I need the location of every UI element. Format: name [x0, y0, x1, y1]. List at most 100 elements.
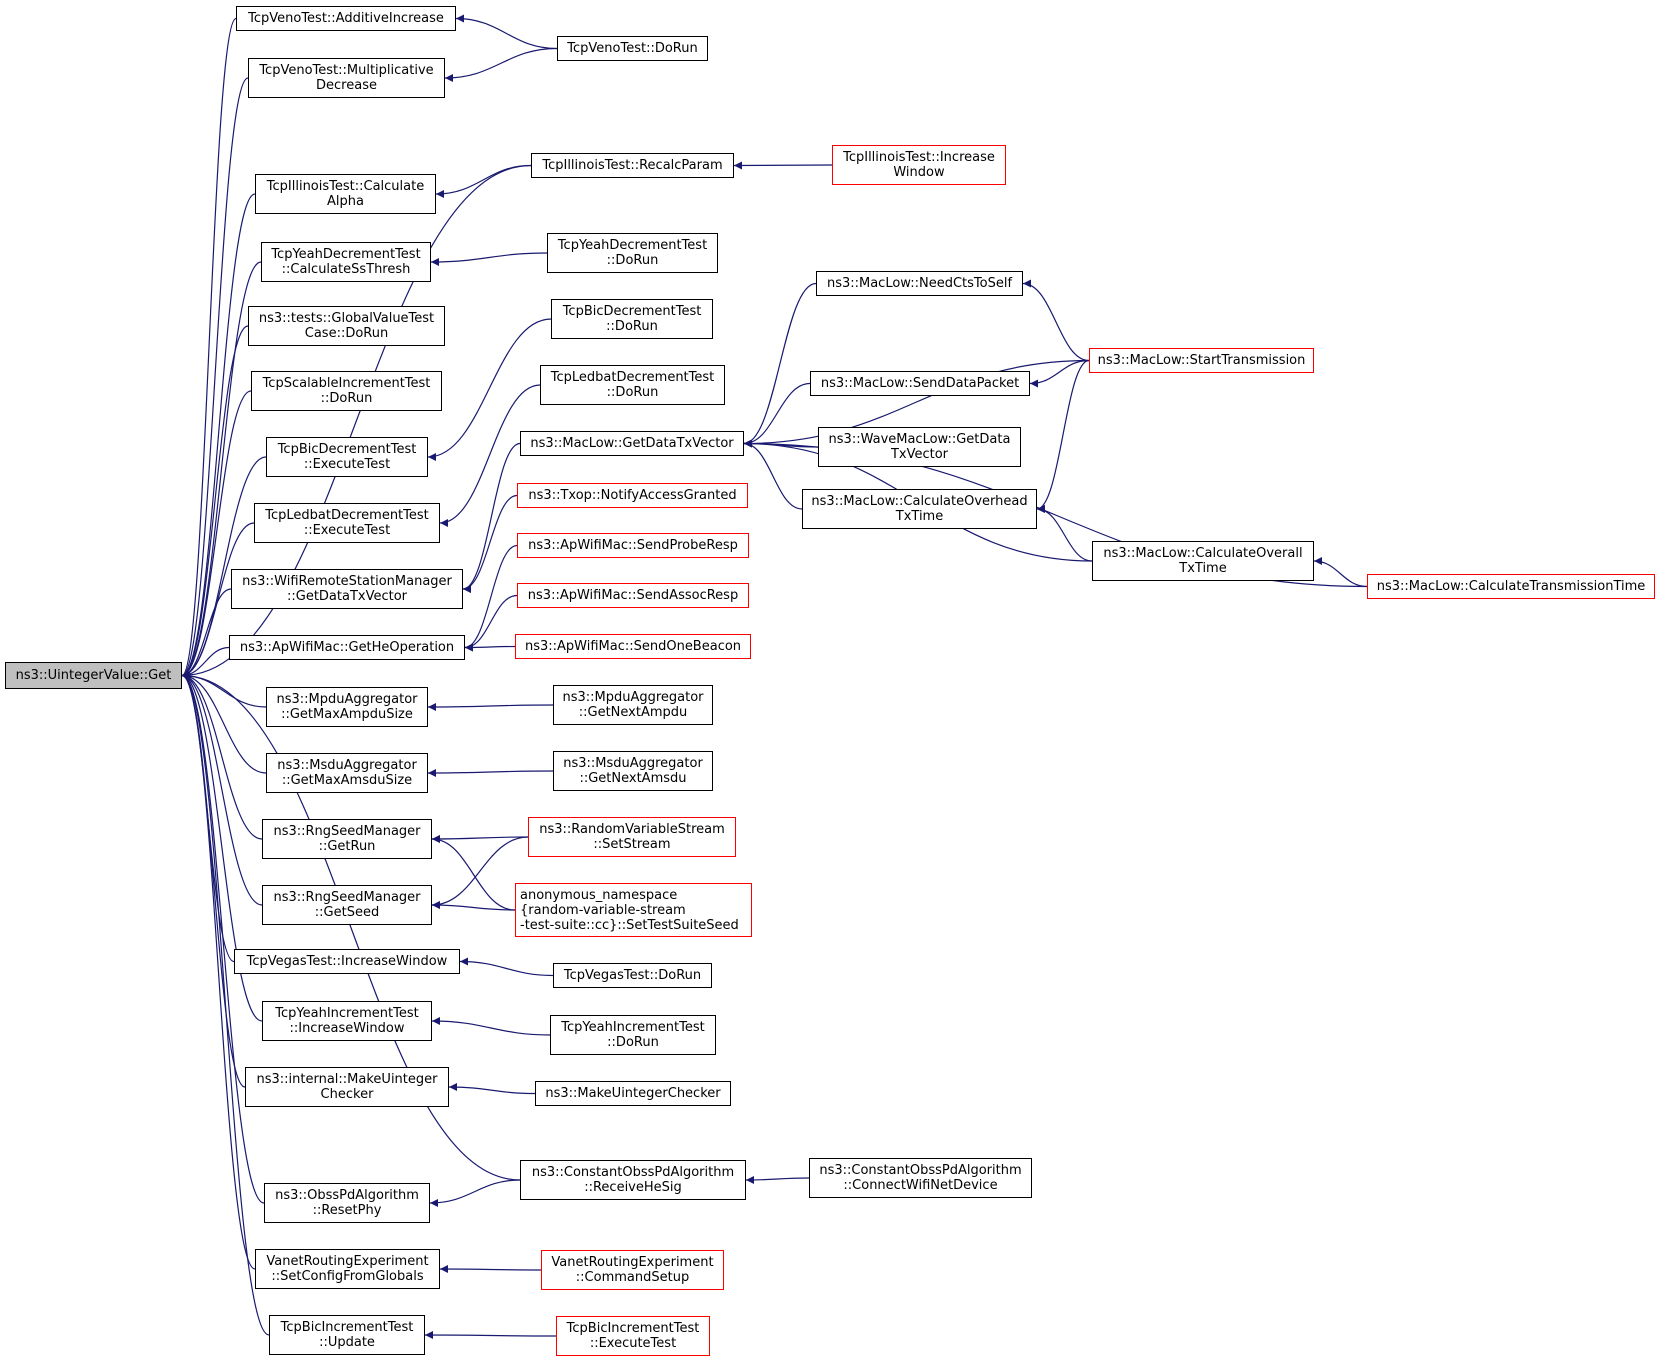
graph-node-label: ns3::MacLow::StartTransmission [1097, 353, 1306, 368]
graph-node-vanet_set[interactable]: VanetRoutingExperiment ::SetConfigFromGl… [255, 1249, 440, 1289]
graph-node-label: TcpVenoTest::DoRun [567, 41, 698, 56]
graph-node-vanet_cmd[interactable]: VanetRoutingExperiment ::CommandSetup [541, 1250, 724, 1290]
graph-node-label: TcpYeahIncrementTest ::DoRun [561, 1020, 705, 1050]
graph-node-maclow_start[interactable]: ns3::MacLow::StartTransmission [1089, 348, 1314, 373]
graph-node-label: TcpYeahDecrementTest ::CalculateSsThresh [271, 247, 421, 277]
graph-node-wrsm[interactable]: ns3::WifiRemoteStationManager ::GetDataT… [231, 569, 463, 609]
graph-node-label: ns3::WaveMacLow::GetData TxVector [828, 432, 1011, 462]
call-edge-rng_run-to-root [181, 671, 263, 840]
graph-node-maclow_coverall[interactable]: ns3::MacLow::CalculateOverall TxTime [1092, 541, 1314, 581]
graph-node-mkuint_int[interactable]: ns3::internal::MakeUinteger Checker [245, 1067, 449, 1107]
graph-node-yeah_inc[interactable]: TcpYeahIncrementTest ::IncreaseWindow [262, 1001, 432, 1041]
graph-node-label: ns3::MpduAggregator ::GetNextAmpdu [562, 690, 704, 720]
graph-node-label: ns3::ConstantObssPdAlgorithm ::ReceiveHe… [531, 1165, 735, 1195]
graph-node-rng_run[interactable]: ns3::RngSeedManager ::GetRun [262, 819, 432, 859]
graph-node-label: TcpIllinoisTest::RecalcParam [542, 158, 723, 173]
graph-node-yeah_dec_dorun[interactable]: TcpYeahDecrementTest ::DoRun [547, 233, 718, 273]
graph-node-label: ns3::UintegerValue::Get [15, 668, 172, 683]
graph-node-rng_seed[interactable]: ns3::RngSeedManager ::GetSeed [262, 885, 432, 925]
graph-node-label: TcpBicDecrementTest ::DoRun [562, 304, 702, 334]
graph-node-obss_reset[interactable]: ns3::ObssPdAlgorithm ::ResetPhy [264, 1183, 430, 1223]
call-edge-txop_nag-to-wrsm [462, 494, 518, 593]
graph-node-vegas_inc[interactable]: TcpVegasTest::IncreaseWindow [234, 949, 460, 974]
graph-node-apheop[interactable]: ns3::ApWifiMac::GetHeOperation [229, 635, 465, 660]
graph-node-label: TcpLedbatDecrementTest ::DoRun [550, 370, 715, 400]
call-edge-yeah_dec_dorun-to-yeah_dec_calc [430, 252, 548, 266]
graph-node-vegas_dorun[interactable]: TcpVegasTest::DoRun [553, 963, 712, 988]
call-edge-gvt-to-root [181, 325, 249, 680]
graph-node-scal[interactable]: TcpScalableIncrementTest ::DoRun [251, 371, 442, 411]
call-edge-bicdec_dorun-to-bicdec_exec [427, 318, 552, 461]
graph-node-label: ns3::MakeUintegerChecker [545, 1086, 721, 1101]
call-edge-maclow_cts-to-maclow_gdtv [743, 282, 817, 448]
graph-node-label: TcpBicIncrementTest ::Update [280, 1320, 414, 1350]
call-edge-obss_reset-to-root [181, 671, 265, 1204]
call-edge-bicinc_upd-to-root [181, 671, 270, 1336]
graph-node-wave_gdtv[interactable]: ns3::WaveMacLow::GetData TxVector [818, 427, 1021, 467]
graph-node-ap_beacon[interactable]: ns3::ApWifiMac::SendOneBeacon [515, 634, 751, 659]
call-edge-ill_recalc-to-ill_calc [435, 164, 532, 198]
graph-node-gvt[interactable]: ns3::tests::GlobalValueTest Case::DoRun [248, 306, 445, 346]
call-edge-veno_add-to-root [181, 17, 237, 680]
graph-node-veno_mult[interactable]: TcpVenoTest::Multiplicative Decrease [248, 58, 445, 98]
graph-node-maclow_cot[interactable]: ns3::MacLow::CalculateOverhead TxTime [802, 489, 1037, 529]
call-edge-ill_calc-to-root [181, 193, 256, 680]
graph-node-label: ns3::MpduAggregator ::GetMaxAmpduSize [276, 692, 418, 722]
call-edge-msdu_max-to-root [181, 671, 267, 774]
graph-node-msdu_next[interactable]: ns3::MsduAggregator ::GetNextAmsdu [553, 751, 713, 791]
graph-node-label: VanetRoutingExperiment ::CommandSetup [551, 1255, 714, 1285]
graph-node-maclow_ctt[interactable]: ns3::MacLow::CalculateTransmissionTime [1367, 574, 1655, 599]
graph-node-anon_seed[interactable]: anonymous_namespace {random-variable-str… [515, 883, 752, 937]
call-edge-rvs_set-to-rng_seed [431, 836, 529, 909]
graph-node-ledbat_exec[interactable]: TcpLedbatDecrementTest ::ExecuteTest [254, 503, 440, 543]
call-edge-vanet_set-to-root [181, 671, 256, 1270]
call-edge-maclow_start-to-maclow_gdtv [743, 359, 1090, 448]
graph-node-maclow_gdtv[interactable]: ns3::MacLow::GetDataTxVector [520, 431, 744, 456]
graph-node-label: TcpVenoTest::AdditiveIncrease [248, 11, 444, 26]
call-edge-maclow_coverall-to-maclow_cot [1036, 505, 1093, 562]
graph-node-veno_dorun[interactable]: TcpVenoTest::DoRun [557, 36, 708, 61]
graph-node-label: ns3::RngSeedManager ::GetRun [273, 824, 421, 854]
graph-node-ap_probe[interactable]: ns3::ApWifiMac::SendProbeResp [517, 533, 749, 558]
call-edge-ap_probe-to-apheop [464, 544, 518, 652]
call-edge-ap_beacon-to-apheop [464, 643, 516, 652]
graph-node-cobss_recv[interactable]: ns3::ConstantObssPdAlgorithm ::ReceiveHe… [520, 1160, 746, 1200]
graph-node-bicdec_exec[interactable]: TcpBicDecrementTest ::ExecuteTest [266, 437, 428, 477]
graph-node-label: VanetRoutingExperiment ::SetConfigFromGl… [266, 1254, 429, 1284]
graph-node-msdu_max[interactable]: ns3::MsduAggregator ::GetMaxAmsduSize [266, 753, 428, 793]
call-edge-maclow_start-to-maclow_cts [1022, 279, 1090, 362]
graph-node-ledbat_dorun[interactable]: TcpLedbatDecrementTest ::DoRun [540, 365, 725, 405]
graph-node-ill_incwin[interactable]: TcpIllinoisTest::Increase Window [832, 145, 1006, 185]
graph-node-mpdu_max[interactable]: ns3::MpduAggregator ::GetMaxAmpduSize [266, 687, 428, 727]
graph-node-ill_calc[interactable]: TcpIllinoisTest::Calculate Alpha [255, 174, 436, 214]
call-edge-bicinc_exec-to-bicinc_upd [424, 1331, 557, 1340]
graph-node-yeah_dec_calc[interactable]: TcpYeahDecrementTest ::CalculateSsThresh [261, 242, 431, 282]
call-edge-cobss_recv-to-obss_reset [429, 1179, 521, 1207]
graph-node-rvs_set[interactable]: ns3::RandomVariableStream ::SetStream [528, 817, 736, 857]
call-edge-mkuint-to-mkuint_int [448, 1083, 536, 1095]
graph-node-label: TcpYeahIncrementTest ::IncreaseWindow [275, 1006, 419, 1036]
graph-node-maclow_cts[interactable]: ns3::MacLow::NeedCtsToSelf [816, 271, 1023, 296]
graph-node-yeah_inc_dorun[interactable]: TcpYeahIncrementTest ::DoRun [550, 1015, 716, 1055]
graph-node-mpdu_next[interactable]: ns3::MpduAggregator ::GetNextAmpdu [553, 685, 713, 725]
call-edge-cobss_recv-to-root [181, 671, 521, 1181]
graph-node-txop_nag[interactable]: ns3::Txop::NotifyAccessGranted [517, 483, 748, 508]
graph-node-ap_assoc[interactable]: ns3::ApWifiMac::SendAssocResp [517, 583, 749, 608]
graph-node-root[interactable]: ns3::UintegerValue::Get [5, 662, 182, 689]
call-edge-scal-to-root [181, 390, 252, 680]
graph-node-bicdec_dorun[interactable]: TcpBicDecrementTest ::DoRun [551, 299, 713, 339]
call-edge-maclow_sdp-to-maclow_gdtv [743, 382, 811, 448]
graph-node-veno_add[interactable]: TcpVenoTest::AdditiveIncrease [236, 6, 456, 31]
call-edge-ledbat_dorun-to-ledbat_exec [439, 384, 541, 527]
graph-node-ill_recalc[interactable]: TcpIllinoisTest::RecalcParam [531, 153, 734, 178]
graph-node-label: ns3::ConstantObssPdAlgorithm ::ConnectWi… [819, 1163, 1022, 1193]
graph-node-label: ns3::MacLow::CalculateTransmissionTime [1376, 579, 1646, 594]
graph-node-label: ns3::MacLow::NeedCtsToSelf [826, 276, 1013, 291]
graph-node-label: ns3::WifiRemoteStationManager ::GetDataT… [242, 574, 452, 604]
graph-node-cobss_conn[interactable]: ns3::ConstantObssPdAlgorithm ::ConnectWi… [809, 1158, 1032, 1198]
graph-node-mkuint[interactable]: ns3::MakeUintegerChecker [535, 1081, 731, 1106]
graph-node-bicinc_upd[interactable]: TcpBicIncrementTest ::Update [269, 1315, 425, 1355]
graph-node-label: ns3::ObssPdAlgorithm ::ResetPhy [275, 1188, 419, 1218]
graph-node-maclow_sdp[interactable]: ns3::MacLow::SendDataPacket [810, 371, 1030, 396]
graph-node-bicinc_exec[interactable]: TcpBicIncrementTest ::ExecuteTest [556, 1316, 710, 1356]
